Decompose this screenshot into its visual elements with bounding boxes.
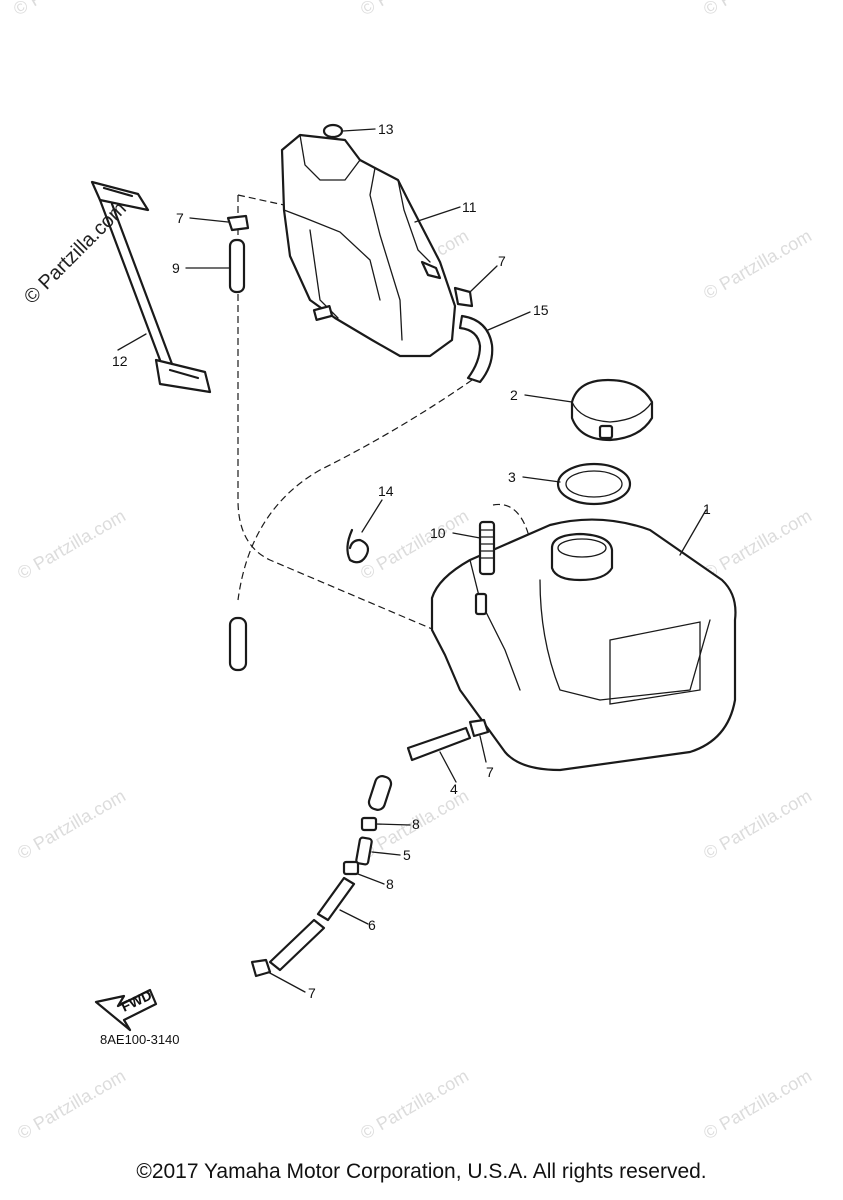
hose-segment-part (228, 616, 248, 672)
gasket-part (556, 462, 632, 506)
watermark: © P (700, 0, 736, 19)
fuel-cap-part (570, 378, 654, 442)
callout-6: 6 (368, 917, 376, 933)
watermark: © Partzilla.com (700, 505, 815, 583)
callout-8: 8 (386, 876, 394, 892)
watermark: © Partzilla.com (357, 1065, 472, 1143)
callout-8: 8 (412, 816, 420, 832)
callout-5: 5 (403, 847, 411, 863)
clamp-hose-top (226, 214, 250, 294)
callout-7: 7 (308, 985, 316, 1001)
watermark: © P (357, 0, 393, 19)
callouts: 13 11 7 9 7 15 12 2 3 14 10 1 4 7 8 5 8 … (112, 121, 711, 1001)
breather-fitting-part (478, 520, 496, 576)
forward-arrow: FWD (94, 987, 158, 1032)
callout-13: 13 (378, 121, 394, 137)
fuel-line-assembly (250, 718, 490, 978)
reservoir-tank-part (280, 133, 457, 358)
strap-part (90, 180, 212, 394)
watermark-main: © Partzilla.com (20, 198, 131, 309)
callout-12: 12 (112, 353, 128, 369)
callout-1: 1 (703, 501, 711, 517)
callout-2: 2 (510, 387, 518, 403)
callout-7: 7 (176, 210, 184, 226)
fuel-tank-part (430, 518, 737, 772)
callout-3: 3 (508, 469, 516, 485)
reservoir-cap-part (322, 123, 344, 139)
diagram-code: 8AE100-3140 (100, 1032, 180, 1047)
callout-11: 11 (462, 199, 477, 215)
watermark: © Partzilla.com (700, 225, 815, 303)
callout-4: 4 (450, 781, 458, 797)
callout-7: 7 (498, 253, 506, 269)
watermark: © Partzilla.com (700, 785, 815, 863)
leader-lines (117, 128, 707, 993)
watermark: © Partzilla.com (14, 785, 129, 863)
callout-10: 10 (430, 525, 446, 541)
watermark: © P (10, 0, 46, 19)
watermark: © Partzilla.com (700, 1065, 815, 1143)
watermark: © Partzilla.com (14, 1065, 129, 1143)
callout-9: 9 (172, 260, 180, 276)
clamp-hose-right (453, 286, 494, 384)
callout-7: 7 (486, 764, 494, 780)
callout-14: 14 (378, 483, 394, 499)
watermark: © Partzilla.com (14, 505, 129, 583)
callout-15: 15 (533, 302, 549, 318)
clip-part (346, 528, 370, 564)
copyright-notice: ©2017 Yamaha Motor Corporation, U.S.A. A… (136, 1160, 707, 1183)
